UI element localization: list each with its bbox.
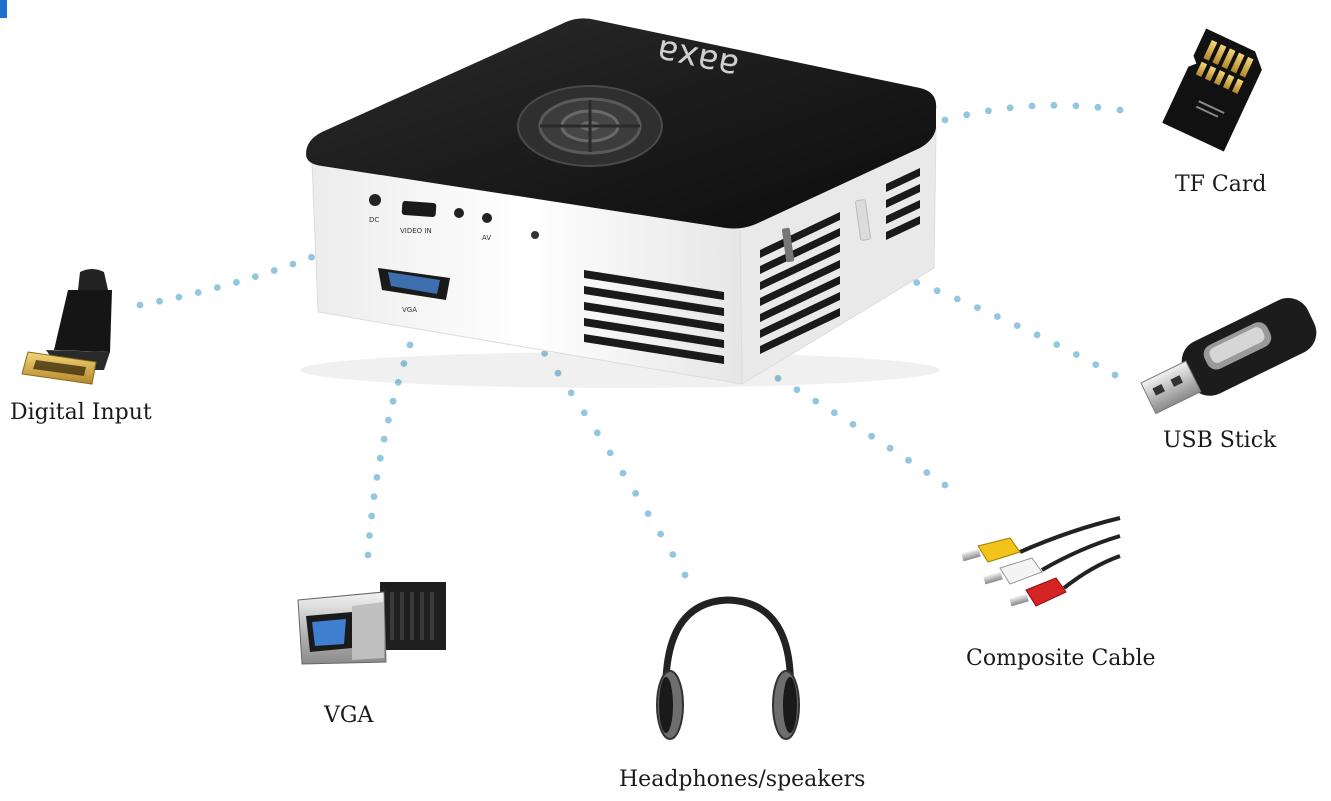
hdmi-connector-icon — [21, 269, 112, 385]
connection-dot — [831, 409, 838, 417]
composite-cable-icon — [961, 516, 1121, 607]
connection-dot — [1072, 351, 1080, 358]
dots-digital — [136, 246, 334, 309]
connection-dot — [136, 301, 144, 309]
dots-tf-card — [941, 101, 1124, 124]
connection-dot — [373, 474, 381, 481]
connection-dot — [394, 379, 402, 386]
corner-accent — [0, 0, 7, 18]
connection-dot — [974, 304, 981, 311]
connection-dot — [606, 449, 614, 457]
connection-dot — [1028, 102, 1036, 110]
connection-dot — [1094, 103, 1102, 111]
connection-dot — [1116, 106, 1124, 114]
label-vga: VGA — [324, 703, 374, 728]
connection-dot — [941, 116, 949, 124]
connection-dot — [632, 489, 639, 497]
connection-dot — [233, 278, 240, 286]
connection-dot — [941, 481, 949, 489]
dots-vga — [364, 341, 414, 559]
connection-dot — [376, 454, 384, 462]
label-composite-cable: Composite Cable — [966, 646, 1156, 671]
connection-dot — [793, 386, 801, 394]
connection-dot — [868, 432, 875, 440]
port-label-vga: VGA — [402, 306, 417, 314]
headphones-icon — [656, 596, 800, 740]
connection-dot — [1006, 104, 1014, 112]
port-label-av: AV — [482, 234, 491, 242]
usb-stick-icon — [1140, 298, 1317, 415]
connection-dot — [308, 253, 315, 261]
connection-dot — [849, 421, 857, 428]
connection-dot — [156, 297, 163, 305]
connection-dot — [905, 456, 912, 464]
label-digital-input: Digital Input — [10, 400, 152, 425]
connection-dot — [541, 349, 548, 357]
connection-dot — [1013, 322, 1021, 329]
connection-dot — [1033, 331, 1041, 339]
projector-icon: aaxa DC VIDEO IN AV VGA — [300, 18, 940, 388]
connection-dot — [963, 111, 971, 119]
connection-dot — [1050, 101, 1058, 109]
connection-dot — [385, 416, 392, 424]
connection-dot — [368, 512, 375, 520]
label-usb-stick: USB Stick — [1163, 428, 1277, 453]
connection-dot — [175, 293, 183, 301]
connection-dot — [1053, 341, 1061, 348]
vga-connector-icon — [297, 582, 446, 665]
connection-dot — [812, 397, 820, 405]
connection-dot — [213, 284, 221, 291]
connection-dot — [681, 571, 689, 579]
tf-card-icon — [1162, 28, 1262, 152]
connection-dot — [567, 389, 575, 397]
connection-dot — [886, 444, 894, 452]
connection-dot — [370, 493, 378, 500]
connection-dot — [366, 532, 373, 539]
connection-dot — [593, 429, 601, 437]
connection-dot — [580, 409, 588, 417]
connection-dot — [400, 360, 408, 367]
connection-dot — [774, 375, 782, 382]
connection-dot — [1092, 361, 1100, 368]
connection-dot — [913, 279, 921, 286]
connection-dot — [554, 369, 562, 377]
connection-dot — [923, 469, 931, 476]
connection-dot — [380, 435, 388, 443]
connection-dot — [619, 469, 627, 477]
connection-dot — [289, 260, 297, 268]
connection-dot — [933, 287, 941, 295]
connection-dot — [194, 289, 202, 296]
connection-dot — [669, 551, 677, 558]
connection-dot — [657, 530, 664, 538]
label-tf-card: TF Card — [1175, 172, 1267, 197]
connection-dot — [251, 273, 259, 280]
connection-dot — [985, 107, 992, 115]
connection-dot — [270, 267, 278, 274]
port-label-dc: DC — [369, 216, 379, 224]
connection-dot — [406, 341, 414, 349]
connection-dot — [644, 510, 652, 517]
connection-dot — [1111, 371, 1119, 379]
connection-dot — [389, 397, 397, 405]
connection-dot — [364, 551, 372, 559]
connection-dot — [1072, 102, 1080, 110]
connection-dot — [994, 313, 1001, 320]
connection-dot — [953, 295, 961, 303]
port-label-video-in: VIDEO IN — [400, 227, 432, 235]
label-headphones: Headphones/speakers — [619, 767, 866, 792]
